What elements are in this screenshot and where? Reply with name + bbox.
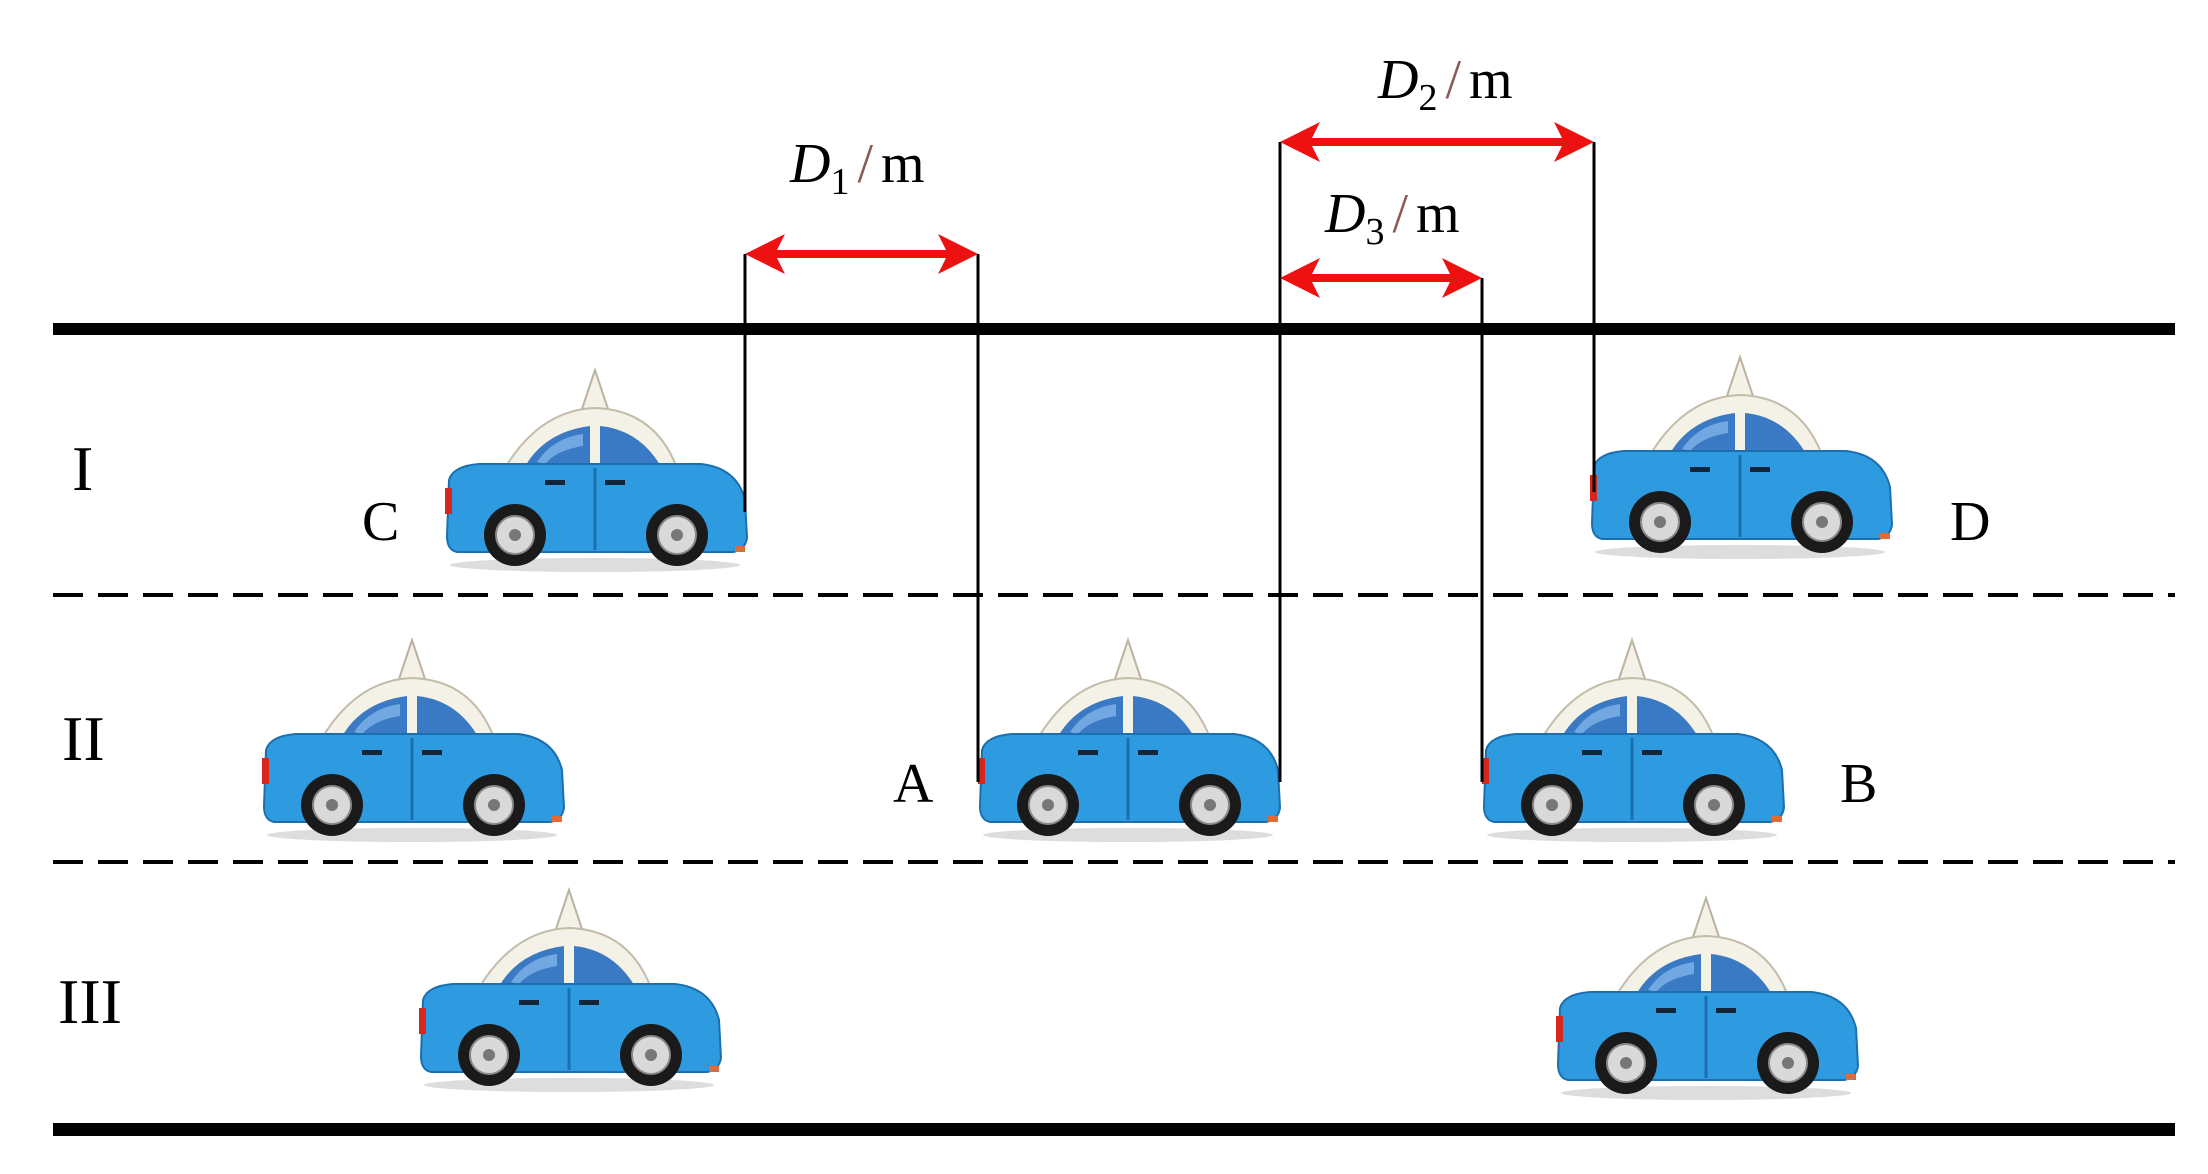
dimension-label-d3: D3/m xyxy=(1324,183,1460,253)
lane-label-ii: II xyxy=(62,703,105,774)
reference-lines xyxy=(743,142,1596,782)
car-b xyxy=(1480,638,1786,844)
dimension-arrows xyxy=(745,122,1594,298)
arrow-d2 xyxy=(1280,122,1594,162)
car-label-c: C xyxy=(362,491,399,553)
dimension-label-d1: D1/m xyxy=(789,133,925,203)
car-label-b: B xyxy=(1840,753,1877,815)
lane-label-i: I xyxy=(72,433,93,504)
road-bottom-edge xyxy=(53,1123,2175,1136)
car-a xyxy=(976,638,1282,844)
road-top-edge xyxy=(53,323,2175,335)
dimension-label-d2: D2/m xyxy=(1377,49,1513,119)
arrow-d3 xyxy=(1280,258,1482,298)
car-c xyxy=(443,368,749,574)
car-d xyxy=(1588,355,1894,561)
lane-label-iii: III xyxy=(58,966,122,1037)
car-lane3-right xyxy=(1554,896,1860,1102)
car-label-a: A xyxy=(893,753,934,815)
car-lane3-left xyxy=(417,888,723,1094)
car-lane2-rear xyxy=(260,638,566,844)
arrow-d1 xyxy=(745,234,978,274)
car-label-d: D xyxy=(1950,491,1990,553)
